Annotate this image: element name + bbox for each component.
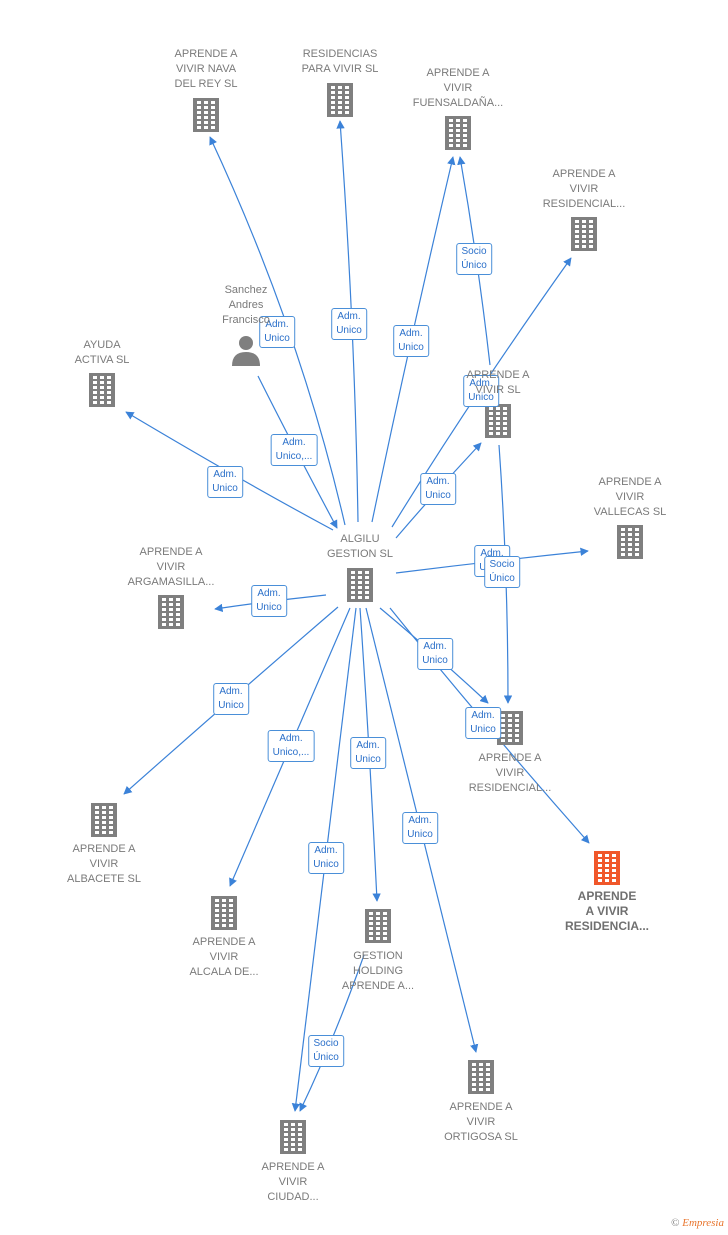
residencias-building-icon[interactable] [327, 83, 353, 117]
residencia-main-building-icon[interactable] [594, 851, 620, 885]
edge-label-algilu-to-residencial-top[interactable]: Adm.Unico [463, 375, 499, 407]
edge-label-algilu-to-alcala[interactable]: Adm.Unico,... [267, 730, 315, 762]
footer: © Empresia [671, 1217, 724, 1229]
albacete-building-icon[interactable] [91, 803, 117, 837]
edge-label-algilu-to-ayuda[interactable]: Adm.Unico [207, 466, 243, 498]
edge-label-algilu-to-albacete[interactable]: Adm.Unico [213, 683, 249, 715]
fuensaldana-building-icon[interactable] [445, 116, 471, 150]
nodes-layer [89, 83, 643, 1154]
edge-label-algilu-to-gestion-holding[interactable]: Adm.Unico [350, 737, 386, 769]
edge-label-algilu-to-ortigosa[interactable]: Adm.Unico [402, 812, 438, 844]
aprende-nava-building-icon[interactable] [193, 98, 219, 132]
algilu-building-icon[interactable] [347, 568, 373, 602]
residencial-top-building-icon[interactable] [571, 217, 597, 251]
ortigosa-building-icon[interactable] [468, 1060, 494, 1094]
gestion-holding-building-icon[interactable] [365, 909, 391, 943]
sanchez-person-icon[interactable] [232, 336, 260, 366]
edge-label-algilu-to-aprende-sl[interactable]: Adm.Unico [420, 473, 456, 505]
copyright-symbol: © [671, 1217, 680, 1229]
ciudad-building-icon[interactable] [280, 1120, 306, 1154]
vallecas-building-icon[interactable] [617, 525, 643, 559]
ayuda-building-icon[interactable] [89, 373, 115, 407]
argamasilla-building-icon[interactable] [158, 595, 184, 629]
edge-label-algilu-to-fuensaldana[interactable]: Adm.Unico [393, 325, 429, 357]
edge-label-algilu-to-residencial-mid[interactable]: Adm.Unico [417, 638, 453, 670]
edge-label-algilu-to-residencias[interactable]: Adm.Unico [331, 308, 367, 340]
edge-label-algilu-to-argamasilla[interactable]: Adm.Unico [251, 585, 287, 617]
edge-label-sanchez-to-algilu[interactable]: Adm.Unico,... [270, 434, 318, 466]
alcala-building-icon[interactable] [211, 896, 237, 930]
brand-logo-text[interactable]: Empresia [682, 1217, 724, 1229]
residencial-mid-building-icon[interactable] [497, 711, 523, 745]
aprende-sl-building-icon[interactable] [485, 404, 511, 438]
edge-label-algilu-to-aprende-nava[interactable]: Adm.Unico [259, 316, 295, 348]
edge-label-algilu-to-residencia-main[interactable]: Adm.Unico [465, 707, 501, 739]
edge-label-algilu-to-ciudad[interactable]: Adm.Unico [308, 842, 344, 874]
